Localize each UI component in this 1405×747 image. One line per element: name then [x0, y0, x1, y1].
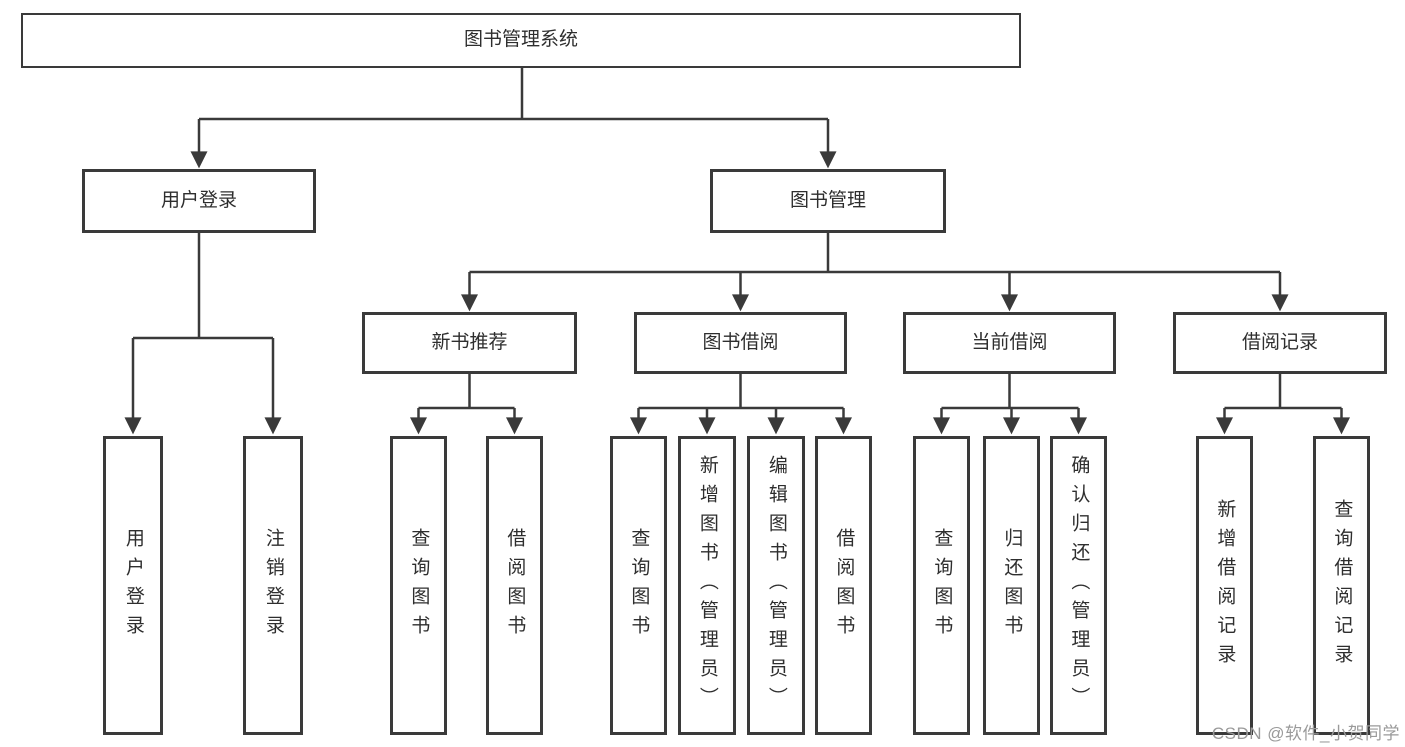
leaf-recommend-query-books: 查询图书 — [390, 436, 447, 735]
leaf-recommend-borrow-books-label: 借阅图书 — [504, 527, 526, 644]
node-book-management-label: 图书管理 — [789, 189, 866, 211]
leaf-borrowing-query-books: 查询图书 — [610, 436, 667, 735]
node-book-management: 图书管理 — [710, 169, 946, 233]
leaf-records-query-record: 查询借阅记录 — [1313, 436, 1370, 735]
leaf-records-add-record-label: 新增借阅记录 — [1214, 498, 1236, 673]
leaf-current-return-books: 归还图书 — [983, 436, 1040, 735]
node-book-borrowing-label: 图书借阅 — [702, 331, 779, 353]
node-current-borrowing-label: 当前借阅 — [971, 331, 1048, 353]
leaf-logout: 注销登录 — [243, 436, 303, 735]
node-new-book-recommend-label: 新书推荐 — [431, 331, 508, 353]
leaf-logout-label: 注销登录 — [262, 527, 284, 644]
leaf-records-add-record: 新增借阅记录 — [1196, 436, 1253, 735]
leaf-borrowing-borrow-books-label: 借阅图书 — [833, 527, 855, 644]
leaf-borrowing-edit-books-admin-label: 编辑图书（管理员） — [765, 455, 787, 716]
leaf-borrowing-borrow-books: 借阅图书 — [815, 436, 872, 735]
leaf-user-login-label: 用户登录 — [122, 527, 144, 644]
node-book-borrowing: 图书借阅 — [634, 312, 847, 374]
node-user-login: 用户登录 — [82, 169, 316, 233]
leaf-user-login: 用户登录 — [103, 436, 163, 735]
node-root-label: 图书管理系统 — [463, 29, 578, 51]
leaf-current-confirm-return-admin-label: 确认归还（管理员） — [1068, 455, 1090, 716]
node-borrowing-records-label: 借阅记录 — [1241, 331, 1318, 353]
leaf-borrowing-add-books-admin-label: 新增图书（管理员） — [696, 455, 718, 716]
leaf-recommend-query-books-label: 查询图书 — [408, 527, 430, 644]
node-borrowing-records: 借阅记录 — [1173, 312, 1387, 374]
leaf-current-query-books-label: 查询图书 — [931, 527, 953, 644]
leaf-current-confirm-return-admin: 确认归还（管理员） — [1050, 436, 1107, 735]
node-current-borrowing: 当前借阅 — [903, 312, 1116, 374]
leaf-recommend-borrow-books: 借阅图书 — [486, 436, 543, 735]
leaf-current-query-books: 查询图书 — [913, 436, 970, 735]
leaf-borrowing-edit-books-admin: 编辑图书（管理员） — [747, 436, 805, 735]
node-user-login-label: 用户登录 — [160, 189, 237, 211]
node-new-book-recommend: 新书推荐 — [362, 312, 577, 374]
leaf-current-return-books-label: 归还图书 — [1001, 527, 1023, 644]
leaf-borrowing-add-books-admin: 新增图书（管理员） — [678, 436, 736, 735]
node-root: 图书管理系统 — [21, 13, 1021, 68]
leaf-borrowing-query-books-label: 查询图书 — [628, 527, 650, 644]
leaf-records-query-record-label: 查询借阅记录 — [1331, 498, 1353, 673]
csdn-watermark: CSDN @软件_小贺同学 — [1211, 724, 1400, 743]
